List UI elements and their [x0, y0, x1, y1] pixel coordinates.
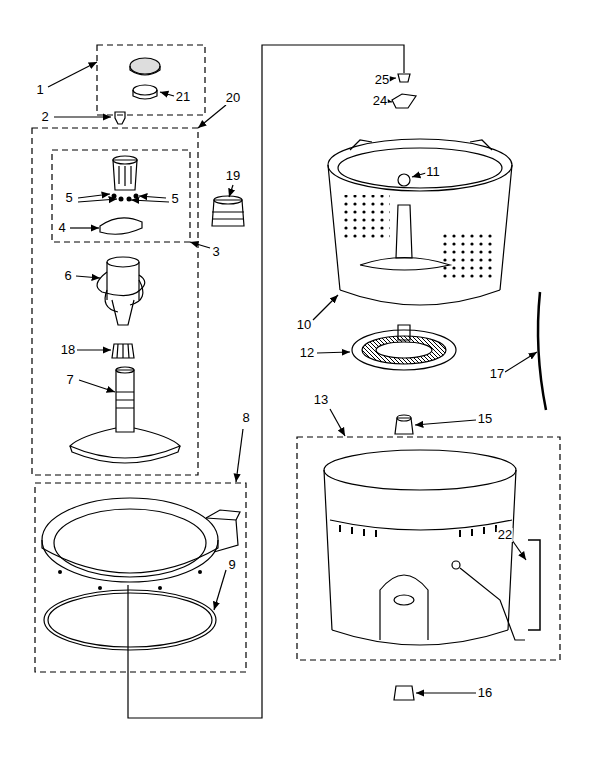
callout-number: 13 [313, 393, 329, 407]
callout-number: 6 [63, 269, 72, 283]
callout-number: 9 [227, 558, 236, 572]
callout-number: 7 [65, 373, 74, 387]
callout-number: 12 [299, 346, 315, 360]
callout-number: 2 [40, 110, 49, 124]
callout-number: 19 [225, 169, 241, 183]
callout-number: 5 [170, 192, 179, 206]
callout-number: 18 [60, 343, 76, 357]
callout-number: 11 [425, 165, 441, 179]
callout-number: 17 [489, 367, 505, 381]
callout-number: 25 [374, 73, 390, 87]
callout-number: 10 [296, 318, 312, 332]
callout-number: 15 [477, 412, 493, 426]
callout-number: 22 [497, 528, 513, 542]
callout-number: 20 [225, 91, 241, 105]
callout-number: 5 [64, 191, 73, 205]
callout-number: 16 [477, 686, 493, 700]
callout-number: 4 [57, 221, 66, 235]
callout-number: 24 [372, 94, 388, 108]
callout-number: 8 [241, 411, 250, 425]
callout-number: 1 [35, 83, 44, 97]
callout-number: 3 [211, 245, 220, 259]
callout-number: 21 [175, 90, 191, 104]
